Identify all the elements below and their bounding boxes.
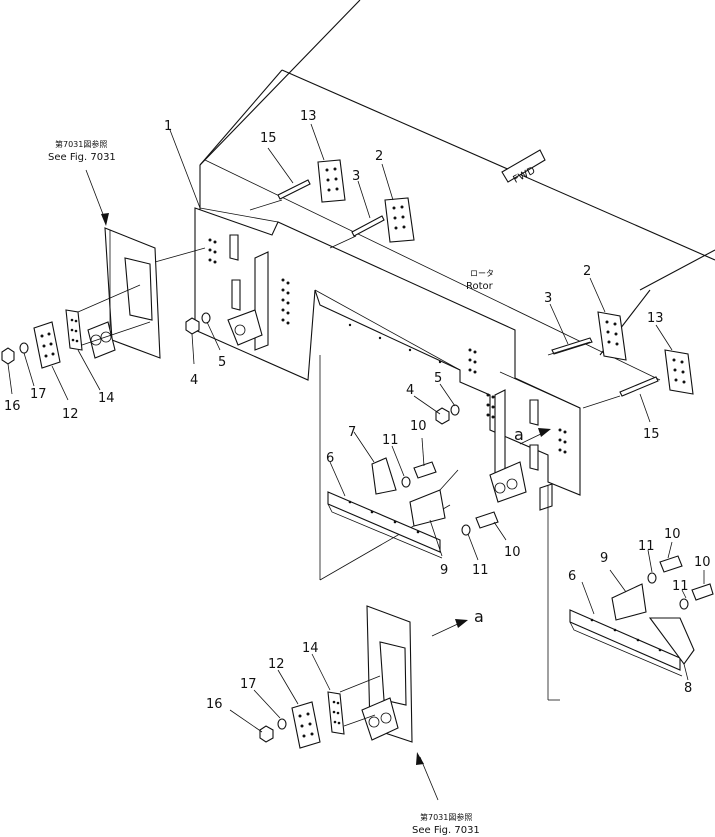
main-bracket	[194, 207, 581, 701]
callout-4-left: 4	[190, 373, 198, 388]
callout-10-b: 10	[504, 545, 521, 560]
washer-5-left	[201, 312, 211, 324]
bolt-10-left-b	[475, 511, 499, 529]
callout-9-left: 9	[440, 563, 448, 578]
shim-14-left	[65, 309, 83, 351]
stud-3-right	[551, 337, 593, 355]
callout-2-top: 2	[375, 149, 383, 164]
view-a-label: a	[474, 607, 484, 626]
bracket-9-right	[611, 583, 647, 621]
callout-14-left: 14	[98, 391, 115, 406]
ref-top-en: See Fig. 7031	[48, 152, 116, 163]
fwd-marker: FWD	[501, 149, 546, 186]
plate-12-left	[33, 321, 61, 369]
nut-4-left	[185, 317, 200, 335]
stud-15-right	[619, 376, 659, 397]
ref-top-jp: 第7031図参照	[55, 139, 107, 149]
callout-12-detail: 12	[268, 657, 285, 672]
detail-a-nut-16	[259, 725, 274, 743]
callout-11-b: 11	[472, 563, 489, 578]
rail-6-right	[569, 609, 683, 677]
plate-2-right	[597, 311, 627, 361]
leader-lines	[7, 123, 705, 733]
washer-11-left-b	[461, 524, 471, 536]
callout-17-detail: 17	[240, 677, 257, 692]
bolt-10-left-a	[413, 461, 437, 479]
washer-11-right-a	[647, 572, 657, 584]
ref-bottom-jp: 第7031図参照	[420, 812, 472, 822]
callout-6-right: 6	[568, 569, 576, 584]
callout-6-left: 6	[326, 451, 334, 466]
callout-7: 7	[348, 425, 356, 440]
callout-9-right: 9	[600, 551, 608, 566]
nut-16-left	[1, 347, 15, 365]
callout-17-left: 17	[30, 387, 47, 402]
bracket-8	[648, 617, 695, 665]
detail-a-hinge	[361, 605, 413, 743]
callout-11-a: 11	[382, 433, 399, 448]
callout-10-a: 10	[410, 419, 427, 434]
callout-8: 8	[684, 681, 692, 696]
callout-13-right: 13	[647, 311, 664, 326]
part-callouts: 1 15 13 2 3 2 3 13 15 4 5 4 5 7 11 10 6 …	[4, 109, 711, 712]
plate-13-top	[317, 159, 346, 203]
alignment-lines	[77, 199, 621, 727]
left-hinge-assembly	[87, 227, 161, 359]
callout-11-d: 11	[672, 579, 689, 594]
callout-11-c: 11	[638, 539, 655, 554]
rotor-label-en: Rotor	[466, 281, 494, 292]
callout-15-top: 15	[260, 131, 277, 146]
callout-14-detail: 14	[302, 641, 319, 656]
callout-2-right: 2	[583, 264, 591, 279]
stud-3-top	[351, 215, 385, 237]
detail-a-plate-12	[291, 701, 321, 749]
bracket-hole-pattern	[208, 238, 567, 454]
callout-4-right: 4	[406, 383, 414, 398]
plate-13-right	[664, 349, 694, 395]
callout-3-right: 3	[544, 291, 552, 306]
callout-5-right: 5	[434, 371, 442, 386]
callout-16-detail: 16	[206, 697, 223, 712]
washer-17-left	[19, 342, 29, 354]
callout-3-top: 3	[352, 169, 360, 184]
bracket-7	[371, 457, 397, 495]
reference-arrows	[85, 169, 551, 801]
ref-bottom-en: See Fig. 7031	[412, 825, 480, 836]
bolt-10-right-a	[659, 555, 683, 573]
washer-11-left-a	[401, 476, 411, 488]
rail-6-left	[327, 491, 443, 559]
callout-10-d: 10	[694, 555, 711, 570]
washer-11-right-b	[679, 598, 689, 610]
plate-2-top	[384, 197, 415, 243]
detail-a-shim-14	[327, 691, 345, 735]
callout-12-left: 12	[62, 407, 79, 422]
callout-16-left: 16	[4, 399, 21, 414]
callout-15-right: 15	[643, 427, 660, 442]
bolt-10-right-b	[691, 583, 714, 601]
detail-a-washer-17	[277, 718, 287, 730]
callout-10-c: 10	[664, 527, 681, 542]
stud-15-top	[277, 179, 311, 200]
washer-5-right	[450, 404, 460, 416]
bracket-9-left	[409, 489, 446, 527]
nut-4-right	[435, 407, 450, 425]
callout-13-top: 13	[300, 109, 317, 124]
rotor-label-jp: ロータ	[470, 269, 494, 278]
callout-5-left: 5	[218, 355, 226, 370]
callout-1: 1	[164, 119, 172, 134]
view-a-label-detail: a	[514, 425, 524, 444]
